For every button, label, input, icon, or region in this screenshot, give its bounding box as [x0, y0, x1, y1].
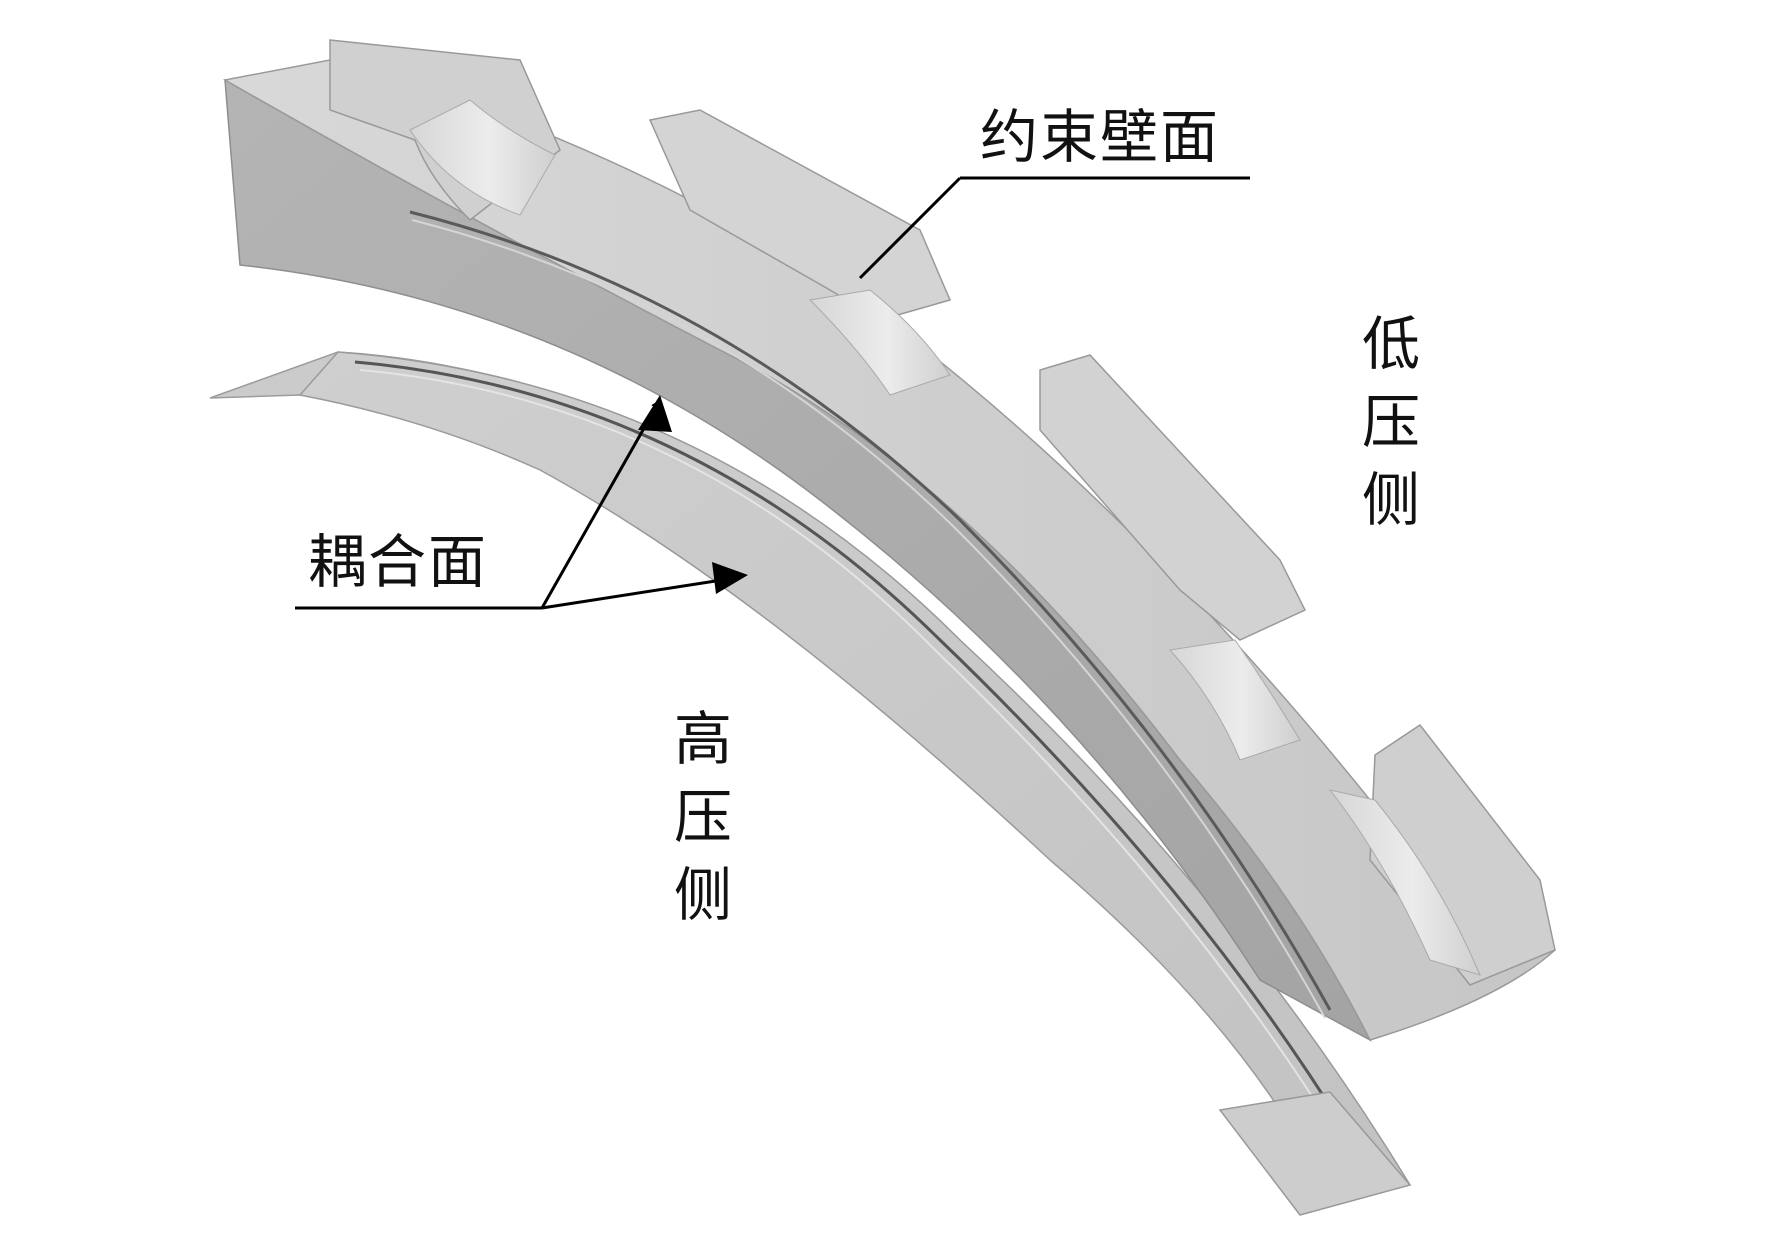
low-pressure-side-label: 低压侧 [1360, 305, 1430, 539]
coupling-surface-arrow-upper [540, 399, 662, 609]
coupling-surface-arrowhead-lower [712, 562, 748, 594]
high-pressure-side-label: 高压侧 [672, 700, 742, 934]
tooth-2 [648, 109, 952, 321]
coupling-strip-end [1218, 1091, 1412, 1216]
seal-body [222, 39, 1557, 1042]
tooth-2-pocket [808, 289, 951, 396]
tooth-4-pocket [1328, 789, 1481, 976]
coupling-strip [209, 351, 1412, 1216]
tooth-3-pocket [1169, 639, 1301, 761]
seal-front-groove [409, 210, 1332, 1011]
coupling-strip-groove [354, 360, 1347, 1131]
tooth-4 [1369, 723, 1556, 986]
constraint-wall-leader [858, 176, 962, 280]
coupling-surface-arrowhead-upper [638, 395, 672, 432]
leaders [295, 176, 1250, 610]
tooth-1-pocket [409, 99, 556, 216]
low-pressure-side-text: 低压侧 [1361, 310, 1420, 534]
high-pressure-side-text: 高压侧 [673, 705, 732, 929]
constraint-wall-label: 约束壁面 [980, 103, 1221, 171]
tooth-3 [1039, 354, 1307, 641]
coupling-surface-arrow-lower [541, 576, 736, 610]
coupling-surface-label: 耦合面 [308, 528, 489, 596]
